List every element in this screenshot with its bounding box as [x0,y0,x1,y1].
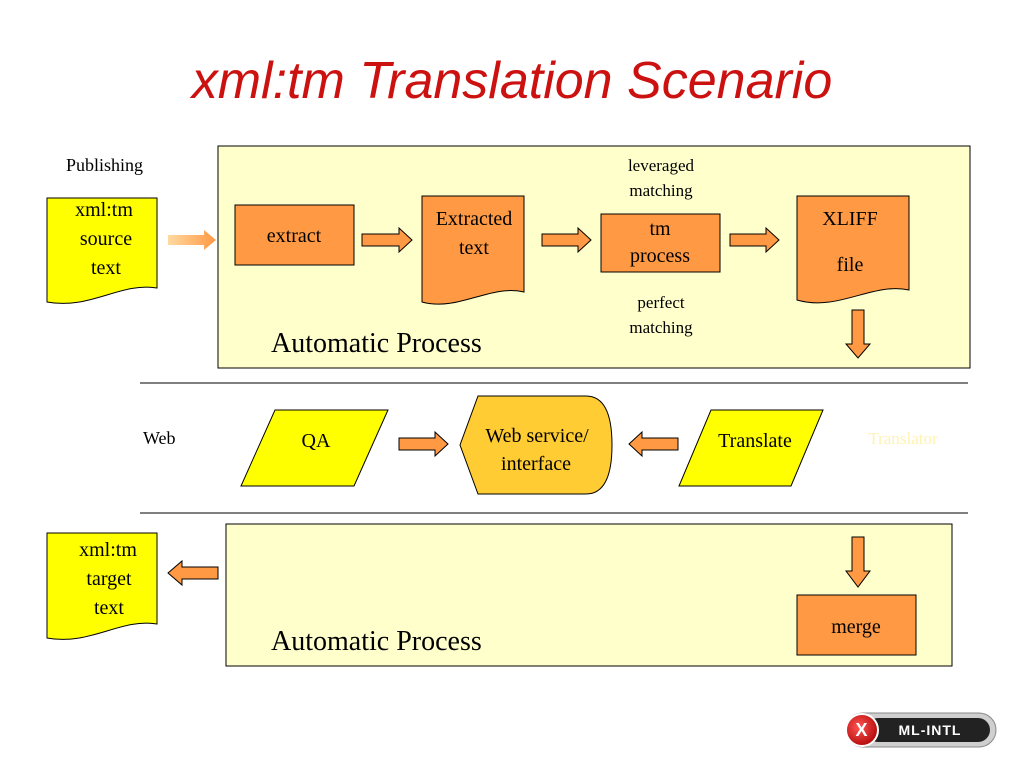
tm-process-box: tm process [600,213,721,273]
top-automatic-process-label: Automatic Process [271,328,482,359]
web-service-shape: Web service/ interface [459,395,613,495]
logo-mark: X [855,720,868,740]
web-service-line-2: interface [501,453,571,475]
merge-label: merge [831,616,881,638]
xliff-line-2: file [837,254,864,276]
perfect-matching-line-1: perfect [637,293,684,312]
arrow-tm-process-to-xliff [729,226,780,254]
merge-box: merge [796,594,917,656]
extract-box: extract [234,204,355,266]
tm-process-line-2: process [630,245,690,267]
publishing-arrow [168,230,216,250]
tm-process-line-1: tm [649,218,671,240]
perfect-matching-line-2: matching [629,318,693,337]
web-service-line-1: Web service/ [485,425,589,447]
leveraged-matching-line-1: leveraged [628,156,695,175]
extracted-text-line-2: text [459,237,489,259]
translate-parallelogram: Translate [678,409,824,487]
arrow-xliff-down [844,309,872,359]
extracted-text-document: Extracted text [421,195,525,305]
xml-intl-logo: X ML-INTL [845,712,997,748]
target-document: xml:tm target text [46,532,158,640]
xliff-line-1: XLIFF [822,208,878,230]
source-document: xml:tm source text [46,197,158,304]
leveraged-matching-line-2: matching [629,181,693,200]
arrow-extract-to-extracted [361,226,413,254]
target-doc-line-2: target [86,568,132,590]
translate-label: Translate [718,430,792,452]
translator-faded-label: Translator [868,429,938,448]
bottom-automatic-process-label: Automatic Process [271,626,482,657]
publishing-label: Publishing [66,155,143,175]
source-doc-line-2: source [80,228,132,250]
target-doc-line-3: text [94,597,124,619]
xliff-file-document: XLIFF file [796,195,910,304]
source-doc-line-3: text [91,257,121,279]
arrow-down-to-merge [845,536,871,588]
source-doc-line-1: xml:tm [75,199,133,221]
qa-parallelogram: QA [240,409,389,487]
arrow-extracted-to-tm-process [541,226,592,254]
arrow-qa-to-web-service [398,430,449,458]
qa-label: QA [302,430,331,452]
web-label: Web [143,428,176,448]
arrow-to-target-document [167,559,219,587]
slide-title: xml:tm Translation Scenario [189,52,833,110]
extract-label: extract [267,225,322,247]
arrow-translate-to-web-service [628,430,679,458]
target-doc-line-1: xml:tm [79,539,137,561]
extracted-text-line-1: Extracted [436,208,513,230]
logo-text: ML-INTL [899,722,962,738]
